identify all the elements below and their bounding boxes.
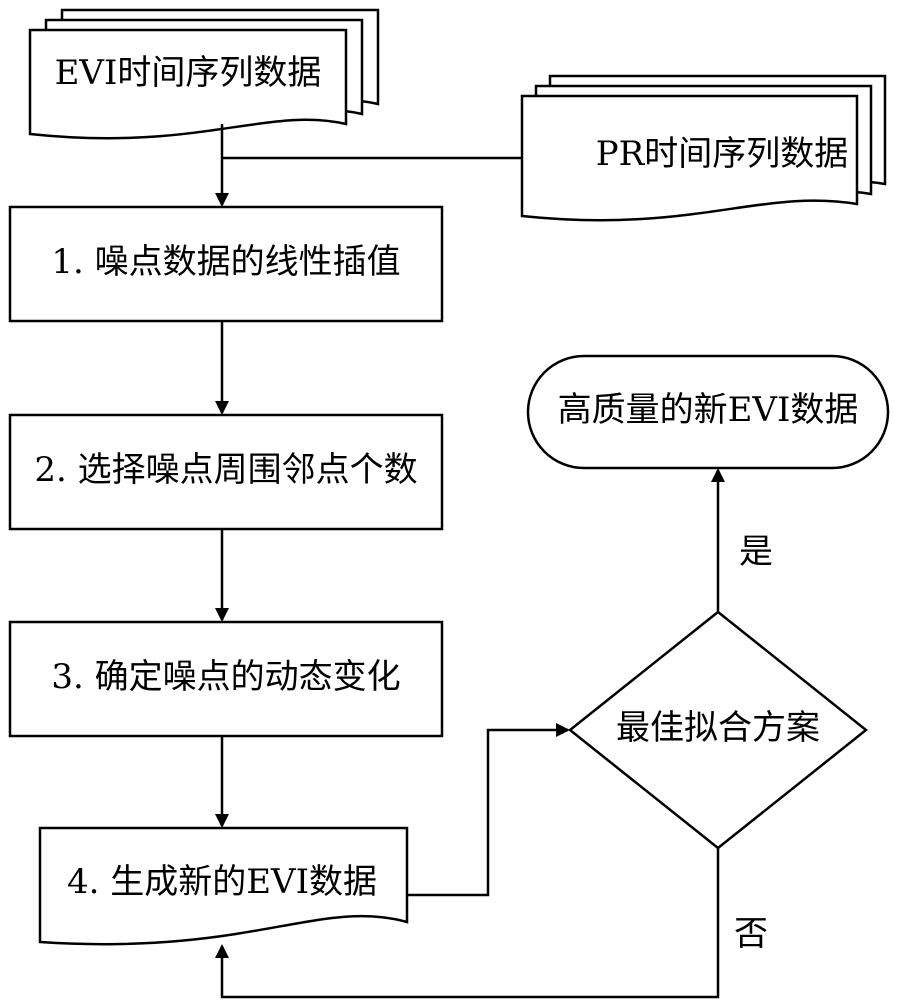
step3-label: 3. 确定噪点的动态变化 bbox=[51, 657, 400, 697]
result-label: 高质量的新EVI数据 bbox=[558, 390, 859, 430]
step1-label: 1. 噪点数据的线性插值 bbox=[51, 242, 400, 282]
step4-label: 4. 生成新的EVI数据 bbox=[67, 862, 377, 902]
step2-box bbox=[8, 413, 444, 531]
pr-series-label: PR时间序列数据 bbox=[596, 134, 848, 174]
decision-label: 最佳拟合方案 bbox=[616, 708, 820, 748]
step2-label: 2. 选择噪点周围邻点个数 bbox=[34, 450, 417, 490]
step4-document bbox=[38, 826, 409, 946]
evi-series-label: EVI时间序列数据 bbox=[55, 53, 322, 93]
pr-series-node: PR时间序列数据 bbox=[520, 74, 887, 222]
step4-to-decision-arrow bbox=[407, 723, 570, 897]
step3-box bbox=[8, 620, 444, 738]
step1-box bbox=[8, 205, 444, 323]
evi-series-node: EVI时间序列数据 bbox=[28, 8, 380, 140]
no-edge-label: 否 bbox=[734, 914, 768, 954]
yes-edge-label: 是 bbox=[739, 532, 773, 572]
decision-no-arrow bbox=[215, 848, 720, 999]
result-terminator bbox=[526, 354, 890, 470]
